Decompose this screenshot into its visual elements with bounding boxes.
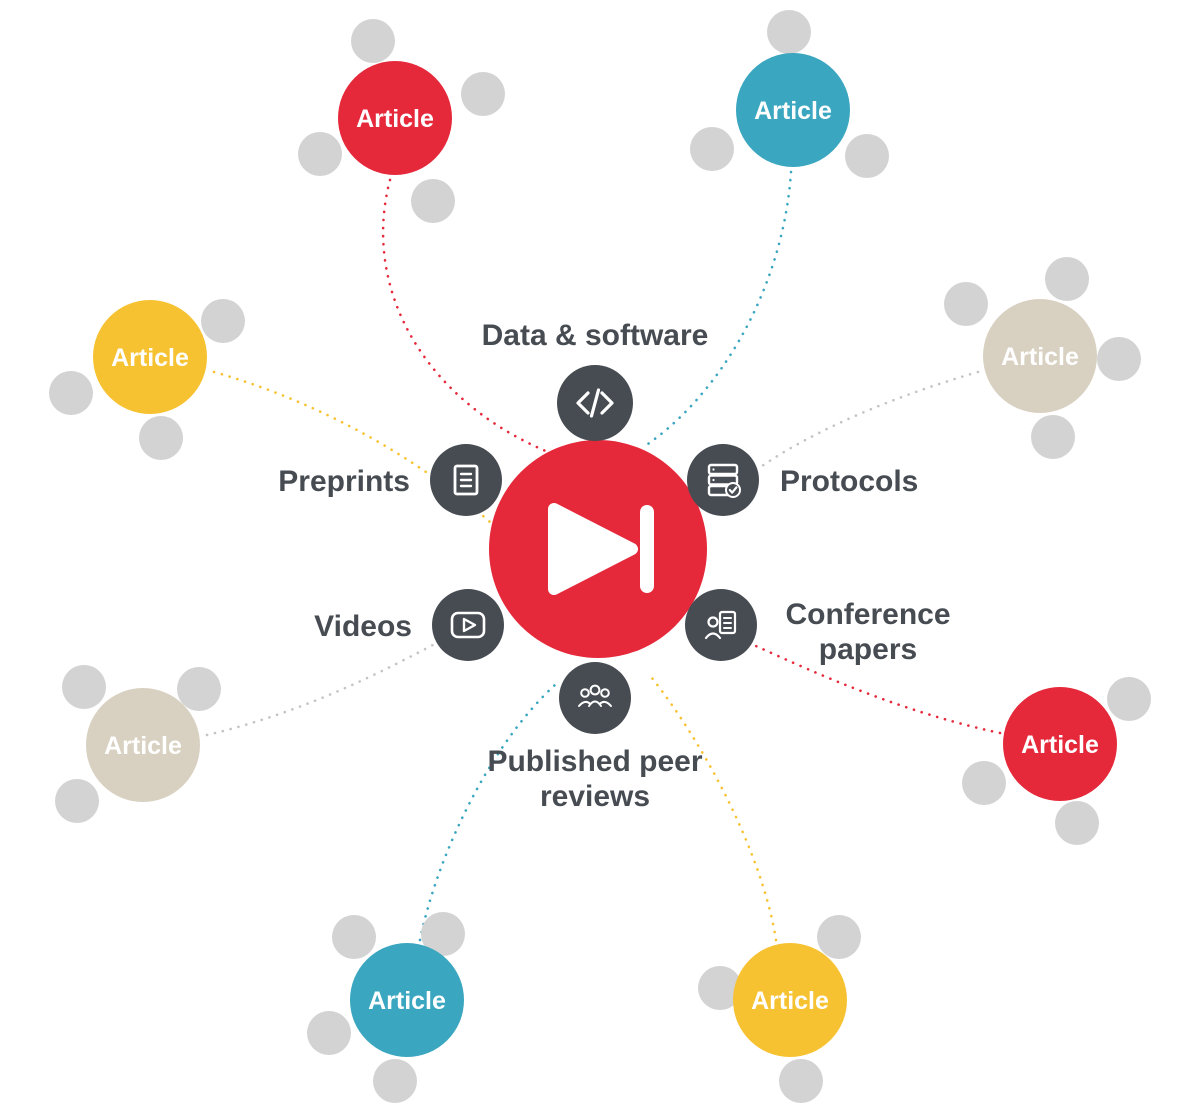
- resource-node-data-software: Data & software: [482, 319, 709, 441]
- document-icon: [453, 464, 479, 496]
- article-label: Article: [104, 732, 182, 760]
- satellite-circle: [373, 1059, 417, 1103]
- speaker-document-icon: [704, 610, 737, 640]
- article-label: Article: [368, 987, 446, 1015]
- satellite-circle: [411, 179, 455, 223]
- article-node: [736, 53, 850, 167]
- article-node: [93, 300, 207, 414]
- satellite-circle: [817, 915, 861, 959]
- node-label-preprints: Preprints: [278, 465, 410, 498]
- satellite-circle: [421, 912, 465, 956]
- article-node: [338, 61, 452, 175]
- article-label: Article: [111, 344, 189, 372]
- satellite-circle: [962, 761, 1006, 805]
- satellite-circle: [1107, 677, 1151, 721]
- article-group-4: Article: [55, 665, 221, 823]
- connector-line-1: [640, 170, 793, 450]
- skip-next-icon: [548, 503, 654, 595]
- satellite-circle: [62, 665, 106, 709]
- satellite-circle: [351, 19, 395, 63]
- satellite-circle: [779, 1059, 823, 1103]
- connector-line-7: [650, 676, 778, 942]
- satellite-circle: [332, 915, 376, 959]
- satellite-circle: [49, 371, 93, 415]
- node-circle-protocols: [687, 444, 759, 516]
- hub-group: [489, 440, 707, 658]
- connector-line-4: [205, 636, 448, 737]
- node-circle-published-peer-reviews: [559, 662, 631, 734]
- satellite-circle: [845, 134, 889, 178]
- article-node: [1003, 687, 1117, 801]
- satellite-circle: [298, 132, 342, 176]
- article-group-1: Article: [690, 10, 889, 178]
- article-group-7: Article: [698, 915, 861, 1103]
- satellite-circle: [1097, 337, 1141, 381]
- article-label: Article: [1001, 343, 1079, 371]
- article-label: Article: [356, 105, 434, 133]
- article-group-0: Article: [298, 19, 505, 223]
- article-group-2: Article: [49, 299, 245, 460]
- satellite-circle: [1045, 257, 1089, 301]
- connector-line-3: [760, 370, 980, 468]
- satellite-circle: [177, 667, 221, 711]
- article-group-5: Article: [962, 677, 1151, 845]
- connector-line-0: [381, 178, 550, 454]
- node-circle-videos: [432, 589, 504, 661]
- code-icon: [576, 388, 614, 418]
- node-label-protocols: Protocols: [780, 465, 918, 498]
- article-label: Article: [754, 97, 832, 125]
- article-label: Article: [1021, 731, 1099, 759]
- node-label-videos: Videos: [314, 610, 412, 643]
- database-check-icon: [707, 463, 741, 498]
- article-node: [983, 299, 1097, 413]
- satellite-circle: [1031, 415, 1075, 459]
- people-group-icon: [578, 684, 612, 707]
- article-group-3: Article: [944, 257, 1141, 459]
- resource-node-videos: Videos: [314, 589, 504, 661]
- satellite-circle: [139, 416, 183, 460]
- resource-node-protocols: Protocols: [687, 444, 918, 516]
- article-node: [86, 688, 200, 802]
- satellite-circle: [461, 72, 505, 116]
- article-node: [350, 943, 464, 1057]
- article-label: Article: [751, 987, 829, 1015]
- video-play-icon: [450, 611, 486, 639]
- article-node: [733, 943, 847, 1057]
- satellite-circle: [1055, 801, 1099, 845]
- satellite-circle: [767, 10, 811, 54]
- satellite-circle: [944, 282, 988, 326]
- satellite-circle: [698, 966, 742, 1010]
- satellite-circle: [690, 127, 734, 171]
- satellite-circle: [201, 299, 245, 343]
- satellite-circle: [55, 779, 99, 823]
- resource-node-preprints: Preprints: [278, 444, 502, 516]
- satellite-circle: [307, 1011, 351, 1055]
- connector-line-6: [418, 682, 558, 942]
- node-label-data-software: Data & software: [482, 319, 709, 352]
- article-group-6: Article: [307, 912, 465, 1103]
